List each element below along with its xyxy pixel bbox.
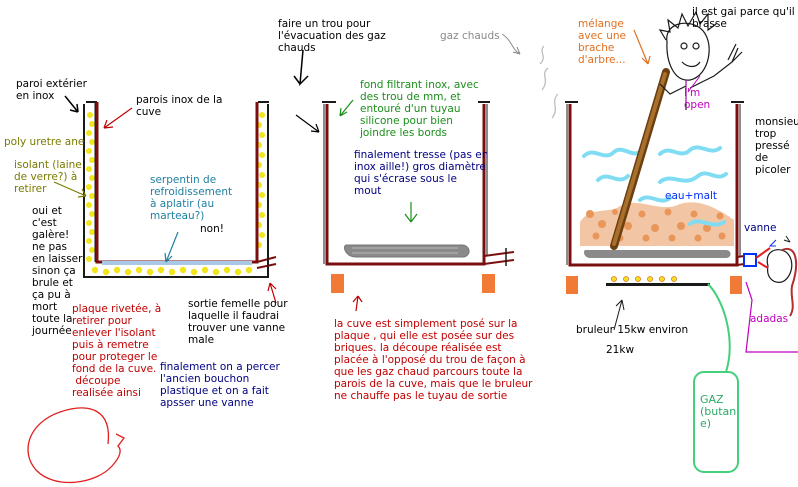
label-cuve-posee: la cuve est simplement posé sur la plaqu… bbox=[334, 318, 533, 402]
panel-3-keg bbox=[501, 10, 798, 473]
burner-flames bbox=[611, 276, 677, 282]
label-finalement-percer: finalement on a percer l'ancien bouchon … bbox=[160, 361, 280, 409]
label-plaque-rivetee: plaque rivetée, à retirer pour enlever l… bbox=[72, 303, 162, 399]
label-il-est-gai: il est gai parce qu'il brasse bbox=[692, 6, 795, 30]
label-bruleur: bruleur 15kw environ bbox=[576, 324, 689, 336]
stirring-man-figure bbox=[658, 10, 743, 110]
water-waves bbox=[582, 145, 728, 227]
label-isolant: isolant (laine de verre?) à retirer bbox=[14, 159, 82, 195]
panel-1-keg bbox=[27, 95, 277, 484]
label-monsieur: monsieur trop pressé de picoler bbox=[755, 116, 798, 176]
insulation-dots bbox=[86, 112, 265, 276]
label-sortie-femelle: sortie femelle pour laquelle il faudrai … bbox=[188, 298, 288, 346]
label-tresse: finalement tresse (pas en inox aille!) g… bbox=[354, 149, 489, 197]
label-gaz-butane: GAZ (butan e) bbox=[700, 393, 737, 430]
label-gaz-chauds: gaz chauds bbox=[440, 30, 500, 42]
label-serpentin: serpentin de refroidissement à aplatir (… bbox=[150, 174, 233, 222]
label-fond-filtrant: fond filtrant inox, avec des trou de mm,… bbox=[360, 79, 479, 139]
label-parois-inox-cuve: parois inox de la cuve bbox=[136, 94, 223, 118]
label-poly-uretre: poly uretre ane bbox=[4, 136, 85, 148]
label-galere: oui et c'est galère! ne pas en laisser s… bbox=[32, 205, 83, 337]
label-21kw: 21kw bbox=[606, 344, 635, 356]
label-non: non! bbox=[200, 223, 224, 235]
panel-2-keg bbox=[293, 49, 515, 312]
label-paroi-exterieur: paroi extérier en inox bbox=[16, 78, 87, 102]
label-eau-malt: eau+malt bbox=[665, 190, 718, 202]
label-melange: mélange avec une brache d'arbre... bbox=[578, 18, 626, 66]
label-vanne: vanne bbox=[744, 222, 777, 234]
label-faire-trou: faire un trou pour l'évacuation des gaz … bbox=[278, 18, 386, 54]
label-im-open: I'm open bbox=[684, 87, 711, 111]
label-adadas: adadas bbox=[750, 313, 789, 325]
thirsty-man-figure bbox=[745, 247, 798, 353]
